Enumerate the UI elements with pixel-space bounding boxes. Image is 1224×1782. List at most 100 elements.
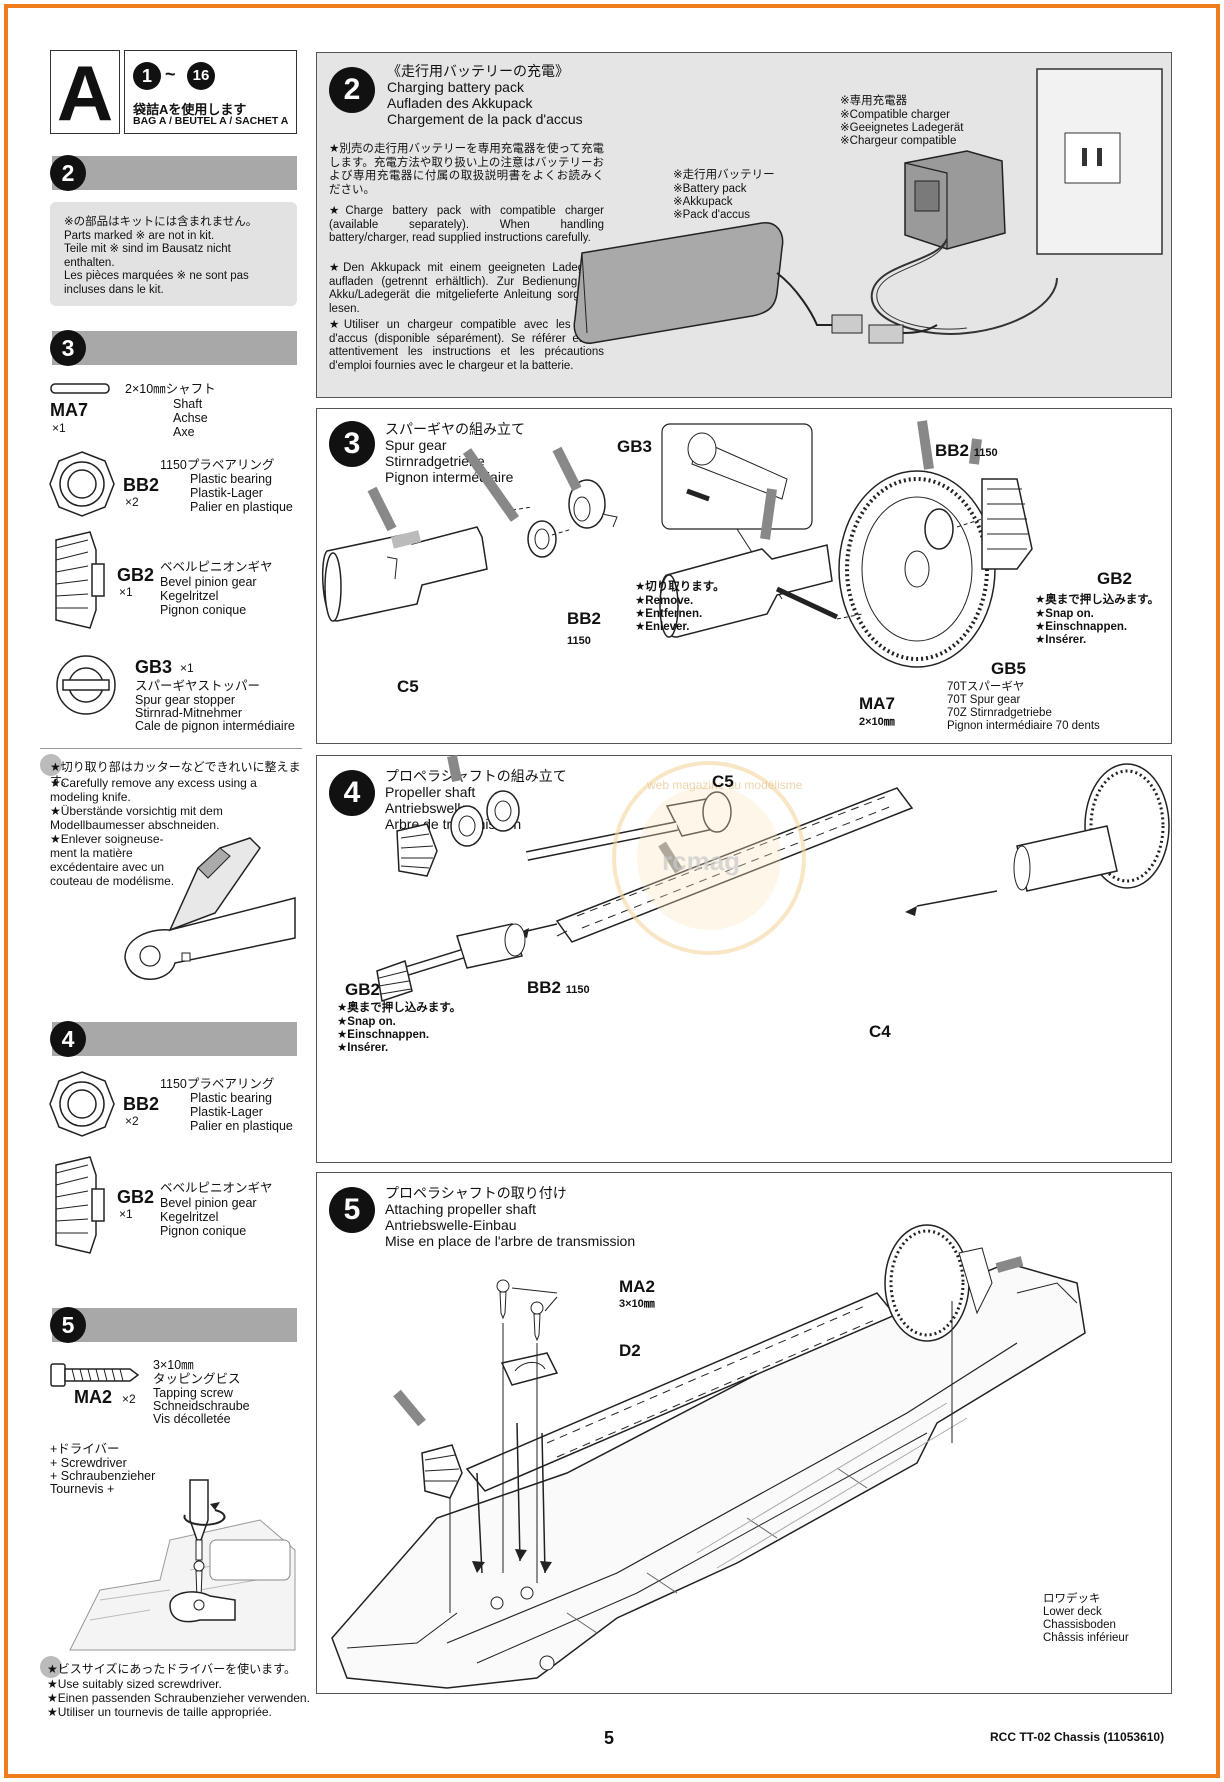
gb2-de: Kegelritzel — [160, 589, 219, 603]
ma2-code: MA2 — [74, 1387, 113, 1407]
bag-letter-box: A — [50, 49, 120, 137]
screwdriver-fr: Tournevis + — [50, 1482, 115, 1496]
bb2-qty: ×2 — [125, 495, 139, 509]
step2-title-fr: Chargement de la pack d'accus — [387, 111, 583, 127]
bag-info-box: 1 ~ 16 袋詰Aを使用します BAG A / BEUTEL A / SACH… — [124, 50, 297, 134]
bag-use-en: BAG A / BEUTEL A / SACHET A — [133, 115, 289, 127]
screwdriver-en: + Screwdriver — [50, 1456, 127, 1470]
snap-note-de: ★Einschnappen. — [1035, 621, 1128, 633]
left-step3-bar — [52, 331, 297, 365]
ma7-fr: Axe — [173, 425, 195, 439]
step3-panel: 3 スパーギヤの組み立て Spur gear Stirnradgetriebe … — [316, 408, 1172, 744]
step5-title-en: Attaching propeller shaft — [385, 1201, 536, 1217]
gb3-jp: スパーギヤストッパー — [135, 679, 261, 693]
step4-bb2-label: BB2 1150 — [527, 978, 590, 998]
step5-panel: 5 プロペラシャフトの取り付け Attaching propeller shaf… — [316, 1172, 1172, 1694]
not-in-kit-jp: ※の部品はキットには含まれません。 — [64, 216, 258, 228]
left-step5-bar — [52, 1308, 297, 1342]
step5-title-jp: プロペラシャフトの取り付け — [385, 1185, 567, 1201]
step2-title-de: Aufladen des Akkupack — [387, 95, 533, 111]
step4-badge: 4 — [329, 770, 375, 816]
step5-d2-label: D2 — [619, 1341, 641, 1360]
knife-note-marker — [40, 754, 62, 776]
not-in-kit-de: Teile mit ※ sind im Bausatz nicht enthal… — [64, 243, 231, 269]
step2-body-de: ★Den Akkupack mit einem geeigneten Ladeg… — [329, 262, 604, 315]
propeller-shaft-assembly-illustration — [376, 755, 1170, 1002]
step4-snap-fr: ★Insérer. — [337, 1042, 389, 1054]
step2-badge: 2 — [329, 67, 375, 113]
ma7-de: Achse — [173, 411, 208, 425]
ma2-jp1: 3×10㎜ — [153, 1358, 194, 1372]
ma7-code: MA7 — [50, 400, 89, 420]
gb5-desc-de: 70Z Stirnradgetriebe — [947, 707, 1052, 719]
range-sep: ~ — [165, 64, 176, 84]
gb3-code: GB3 — [135, 657, 173, 677]
lower-deck-fr: Châssis inférieur — [1043, 1632, 1129, 1644]
range-from-badge: 1 — [133, 62, 161, 90]
left-step4-badge: 4 — [50, 1021, 86, 1057]
lower-deck-de: Chassisboden — [1043, 1619, 1116, 1631]
page-number: 5 — [604, 1728, 615, 1748]
charger-label-jp: ※専用充電器 — [840, 95, 908, 107]
s4-gb2-en: Bevel pinion gear — [160, 1196, 257, 1210]
bevel-gear-gb2-icon — [55, 531, 105, 629]
snap-note-en: ★Snap on. — [1035, 608, 1094, 620]
left-step5-badge: 5 — [50, 1307, 86, 1343]
ma2-de: Schneidschraube — [153, 1399, 250, 1413]
bb2-fr: Palier en plastique — [190, 500, 293, 514]
left-step2-bar — [52, 156, 297, 190]
bb2-code: BB2 — [123, 475, 160, 495]
left-step3-badge: 3 — [50, 330, 86, 366]
charger-label-fr: ※Chargeur compatible — [840, 135, 957, 147]
step4-c5-label: C5 — [712, 772, 734, 791]
knife-note-fr: ★Enlever soigneuse-ment la matière excéd… — [50, 832, 175, 888]
step4-bb2-sub: 1150 — [565, 984, 590, 996]
step4-c4-label: C4 — [869, 1022, 891, 1041]
gb2-code: GB2 — [117, 565, 155, 585]
modeling-knife-illustration — [124, 837, 296, 980]
bag-letter: A — [56, 49, 114, 137]
screwdriver-illustration — [69, 1479, 296, 1651]
not-in-kit-en: Parts marked ※ are not in kit. — [64, 229, 215, 242]
s4-bb2-qty: ×2 — [125, 1114, 139, 1128]
s4-bb2-code: BB2 — [123, 1094, 160, 1114]
left-step2-badge: 2 — [50, 155, 86, 191]
shaft-ma7-icon — [50, 383, 110, 394]
screwdriver-note-fr: ★Utiliser un tournevis de taille appropr… — [47, 1705, 272, 1719]
remove-note-de: ★Entfernen. — [635, 608, 703, 620]
range-to-badge: 16 — [187, 62, 215, 90]
gb5-desc-jp: 70Tスパーギヤ — [947, 681, 1025, 693]
step3-bb2-b-label: BB2 1150 — [935, 441, 998, 461]
battery-label-de: ※Akkupack — [673, 196, 733, 208]
step3-ma7-sub: 2×10㎜ — [859, 716, 895, 728]
bearing-bb2-icon — [49, 451, 115, 517]
step2-body-jp: ★別売の走行用バッテリーを専用充電器を使って充電します。充電方法や取り扱い上の注… — [329, 143, 604, 196]
step2-body-fr: ★Utiliser un chargeur compatible avec le… — [329, 319, 604, 372]
step3-bb2-b-code: BB2 — [935, 441, 970, 460]
s4-gb2-qty: ×1 — [119, 1207, 133, 1221]
gb3-qty: ×1 — [180, 661, 194, 675]
bevel-gear-gb2-icon — [55, 1156, 105, 1254]
gb5-desc-en: 70T Spur gear — [947, 694, 1021, 706]
s4-bb2-jp: 1150プラベアリング — [160, 1077, 275, 1091]
gb2-jp: ベベルピニオンギヤ — [160, 560, 273, 574]
step3-ma7-code: MA7 — [859, 694, 895, 713]
ma2-fr: Vis décolletée — [153, 1412, 231, 1426]
knife-note-jp: ★切り取り部はカッターなどできれいに整えます。 — [50, 760, 301, 788]
not-in-kit-note-box: ※の部品はキットには含まれません。 Parts marked ※ are not… — [50, 202, 297, 306]
step4-snap-de: ★Einschnappen. — [337, 1029, 430, 1041]
s4-gb2-jp: ベベルピニオンギヤ — [160, 1181, 273, 1195]
step2-body-en: ★Charge battery pack with compatible cha… — [329, 205, 604, 244]
knife-note-divider — [40, 748, 302, 749]
ma7-qty: ×1 — [52, 421, 66, 435]
gb2-en: Bevel pinion gear — [160, 575, 257, 589]
knife-note-de: ★Überstände vorsichtig mit dem Modellbau… — [50, 804, 223, 832]
ma2-en: Tapping screw — [153, 1386, 233, 1400]
step2-title-en: Charging battery pack — [387, 79, 524, 95]
s4-gb2-fr: Pignon conique — [160, 1224, 247, 1238]
bb2-en: Plastic bearing — [190, 472, 272, 486]
gb3-en: Spur gear stopper — [135, 693, 236, 707]
s4-bb2-fr: Palier en plastique — [190, 1119, 293, 1133]
